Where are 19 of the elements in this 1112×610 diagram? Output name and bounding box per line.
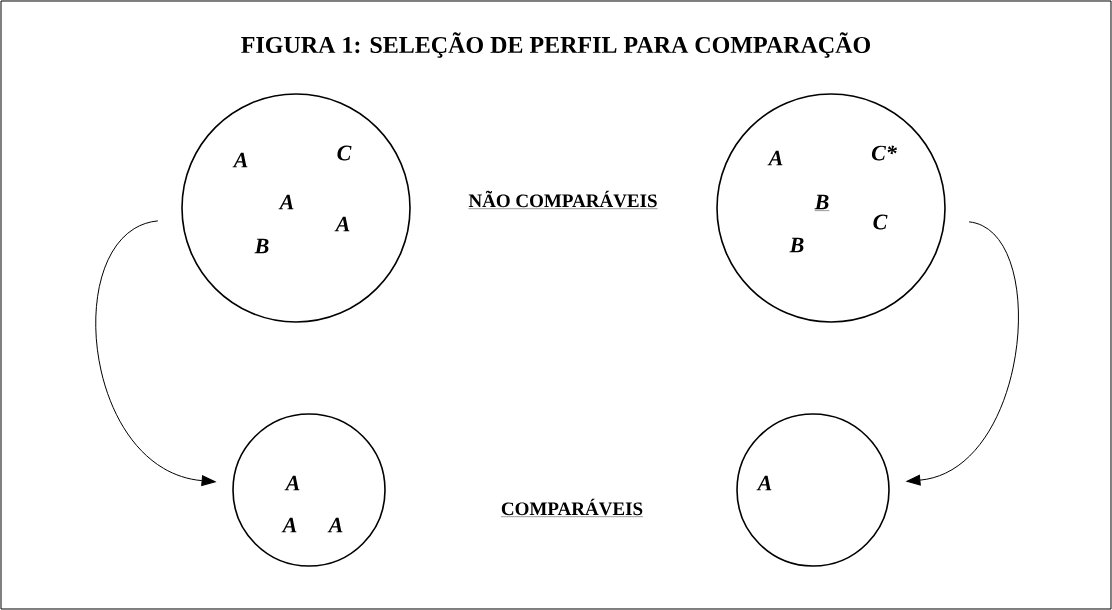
letter: B	[254, 238, 269, 254]
title: FIGURA 1: SELEÇÃO DE PERFIL PARA COMPARAÇÃO	[241, 32, 870, 58]
letter: A	[327, 517, 343, 533]
letter: A	[284, 475, 300, 491]
letter: A	[767, 150, 783, 166]
letter: A	[756, 475, 772, 491]
letter: C	[873, 214, 888, 230]
curved-arrow	[906, 221, 1019, 486]
letter: A	[232, 152, 248, 168]
group-label: COMPARÁVEIS	[500, 498, 644, 517]
letter: B	[789, 237, 804, 253]
letter: C	[337, 145, 352, 161]
group-label: NÃO COMPARÁVEIS	[468, 190, 658, 209]
letter: A	[334, 216, 350, 232]
letter: A	[278, 194, 294, 210]
letter: A	[281, 517, 297, 533]
letter: C*	[871, 145, 897, 161]
letter: B	[814, 194, 830, 211]
curved-arrow	[95, 220, 216, 487]
